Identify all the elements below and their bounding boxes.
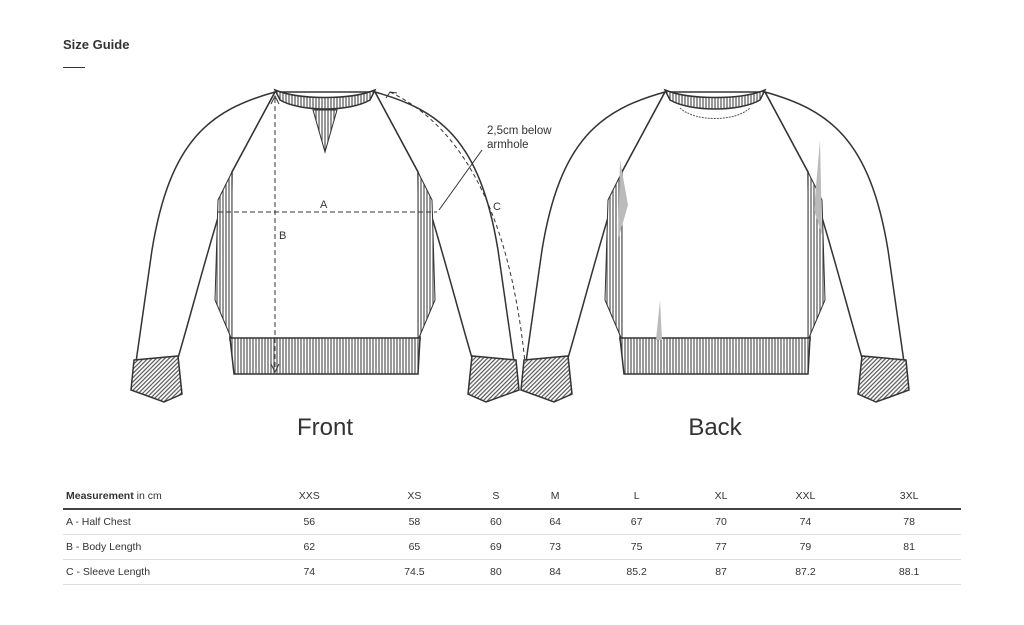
dimension-c-line	[389, 91, 528, 386]
cell: 77	[715, 541, 727, 553]
size-header: XS	[407, 490, 422, 502]
cell: 73	[549, 541, 562, 553]
cell: 84	[549, 566, 562, 578]
table-row: C - Sleeve Length 74 74.5 80 84 85.2 87 …	[63, 560, 961, 585]
armhole-note: 2,5cm below armhole	[487, 124, 552, 152]
table-row: A - Half Chest 56 58 60 64 67 70 74 78	[63, 509, 961, 535]
back-label: Back	[688, 414, 742, 441]
header-bold: Measurement	[66, 490, 134, 502]
cell: 74	[303, 566, 316, 578]
size-header: M	[550, 490, 560, 502]
cell: 87.2	[795, 566, 816, 578]
cell: 75	[630, 541, 643, 553]
size-table: Measurement in cm XXS XS S M L XL XXL 3X…	[63, 484, 961, 585]
note-line-1: 2,5cm below	[487, 125, 552, 137]
note-line-2: armhole	[487, 139, 529, 151]
v-insert	[312, 109, 338, 154]
table-header-row: Measurement in cm XXS XS S M L XL XXL 3X…	[63, 484, 961, 509]
size-header: XXS	[298, 490, 320, 502]
back-sweatshirt	[520, 89, 910, 403]
header-unit: in cm	[133, 490, 162, 502]
cell: 74	[799, 516, 812, 528]
cell: 78	[903, 516, 915, 528]
cell: 79	[799, 541, 812, 553]
cell: 85.2	[626, 566, 647, 578]
arrowheads	[270, 91, 531, 389]
table-row: B - Body Length 62 65 69 73 75 77 79 81	[63, 535, 961, 560]
cell: 62	[303, 541, 316, 553]
row-label: C - Sleeve Length	[66, 566, 151, 578]
front-label: Front	[296, 414, 354, 441]
size-header: 3XL	[899, 490, 919, 502]
title-divider	[63, 67, 85, 68]
cell: 56	[303, 516, 316, 528]
note-pointer	[438, 149, 483, 211]
measurement-header: Measurement in cm	[63, 484, 256, 509]
size-header: S	[492, 490, 500, 502]
cell: 64	[549, 516, 562, 528]
cell: 60	[490, 516, 502, 528]
size-header: XL	[714, 490, 728, 502]
label-c: C	[493, 201, 501, 213]
cell: 87	[715, 566, 727, 578]
cell: 88.1	[898, 566, 920, 578]
cell: 67	[630, 516, 643, 528]
size-header: L	[633, 490, 640, 502]
cell: 81	[903, 541, 915, 553]
row-label: B - Body Length	[66, 541, 142, 553]
size-header: XXL	[795, 490, 816, 502]
cell: 70	[715, 516, 727, 528]
cell: 69	[490, 541, 502, 553]
row-label: A - Half Chest	[66, 516, 131, 528]
neck-label-stitch	[679, 107, 751, 119]
label-b: B	[279, 230, 287, 242]
cell: 74.5	[404, 566, 425, 578]
cell: 80	[490, 566, 502, 578]
front-sweatshirt	[130, 89, 531, 403]
cell: 65	[408, 541, 421, 553]
page-title: Size Guide	[63, 37, 130, 52]
cell: 58	[408, 516, 421, 528]
label-a: A	[320, 199, 328, 211]
